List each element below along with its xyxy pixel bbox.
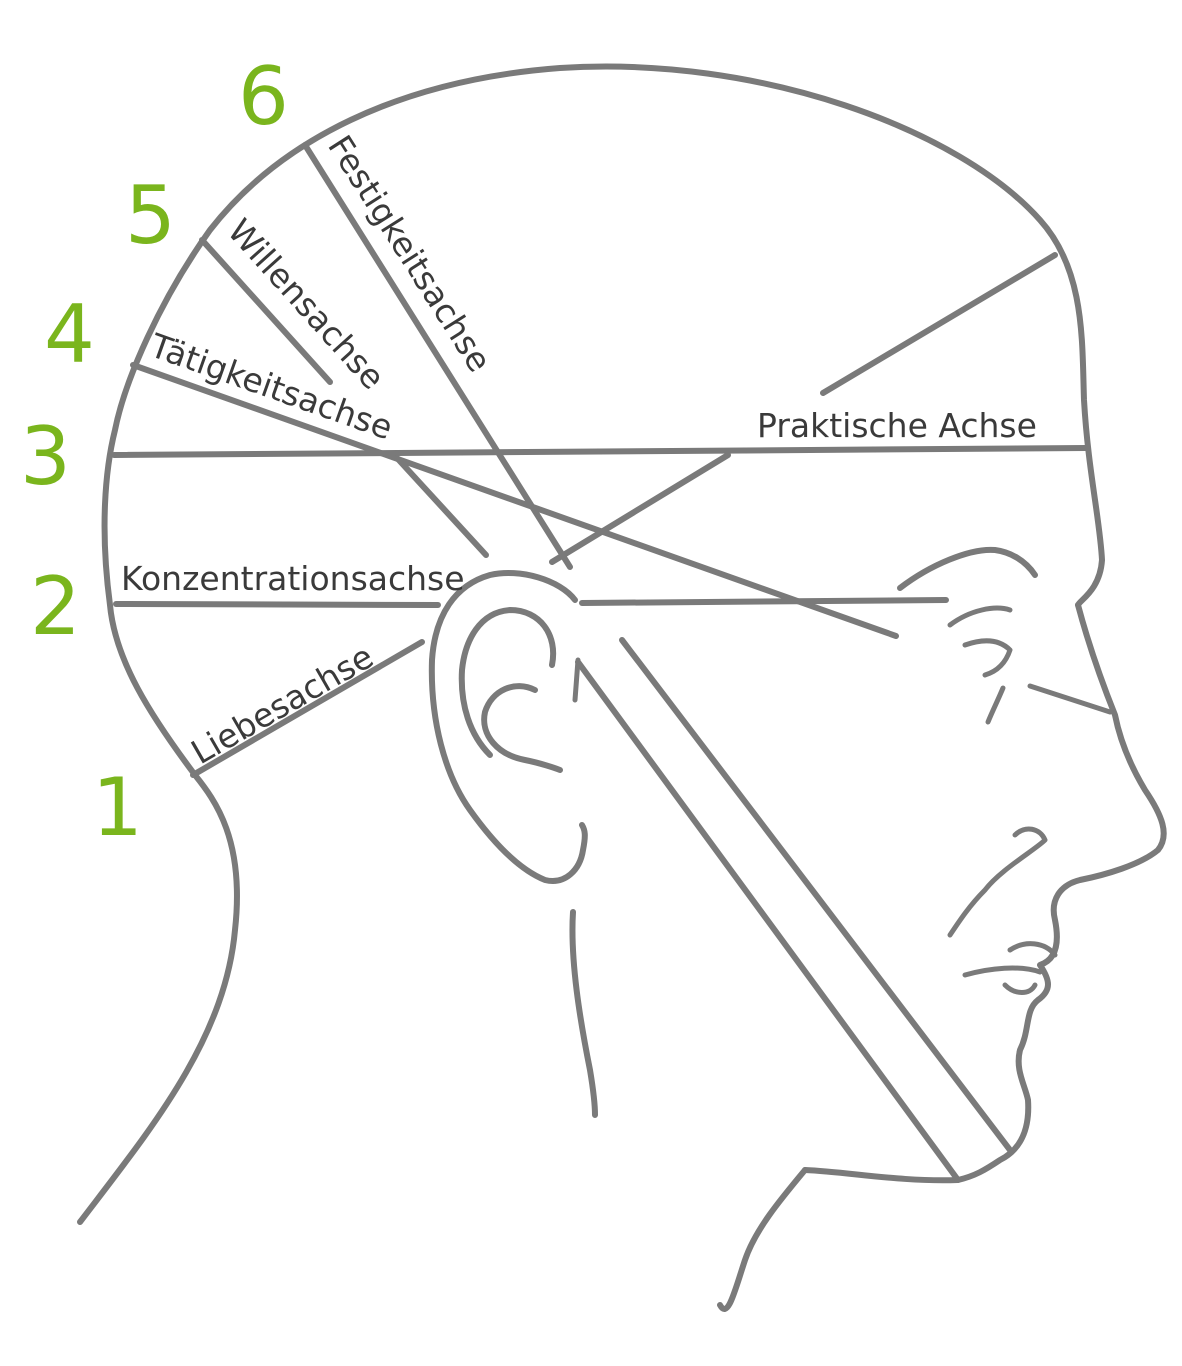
mouth-line: [962, 965, 1043, 978]
willensachse-line: [199, 237, 333, 385]
zone-number-1: 1: [92, 761, 143, 854]
zone-number-5: 5: [125, 169, 176, 262]
praktische-achse-line: [111, 445, 1089, 458]
front-neck: [717, 1167, 808, 1312]
face-profile: [802, 602, 1167, 1184]
eye-lid: [962, 638, 1013, 678]
taetigkeitsachse-to-ear: [394, 455, 489, 558]
zone-number-6: 6: [238, 50, 289, 143]
jaw-axis-line-b: [619, 637, 1013, 1153]
zone-number-2: 2: [30, 560, 81, 653]
ear-outer: [428, 569, 588, 884]
label-praktische-achse: Praktische Achse: [757, 406, 1037, 445]
eyebrow: [897, 546, 1038, 591]
ear-tragus: [572, 657, 581, 703]
konzentrationsachse-line: [113, 601, 441, 608]
head-outline: [77, 63, 1105, 1225]
eye-upper: [947, 605, 1013, 628]
liebesachse-line: [190, 639, 425, 778]
festigkeitsachse-line: [302, 142, 573, 570]
jaw-axis-line-a: [575, 659, 961, 1183]
taetigkeitsachse-line: [130, 362, 899, 639]
ear-inner: [458, 607, 557, 758]
nose-crease: [947, 826, 1048, 938]
ear-concha: [481, 683, 563, 773]
mouth-lower-lip: [1002, 982, 1038, 995]
praktische-achse-diagonal-lower: [549, 452, 731, 565]
zone-number-4: 4: [44, 288, 95, 381]
label-liebesachse: Liebesachse: [185, 637, 380, 772]
jaw-back-line: [569, 909, 598, 1118]
konzentrationsachse-line-front: [579, 597, 949, 606]
praktische-achse-diagonal: [820, 252, 1058, 396]
eye-lower: [985, 685, 1006, 725]
mouth-upper-lip: [1007, 941, 1058, 958]
label-konzentrationsachse: Konzentrationsachse: [121, 559, 465, 598]
zone-number-3: 3: [20, 410, 71, 503]
cheek-line: [1027, 683, 1113, 715]
